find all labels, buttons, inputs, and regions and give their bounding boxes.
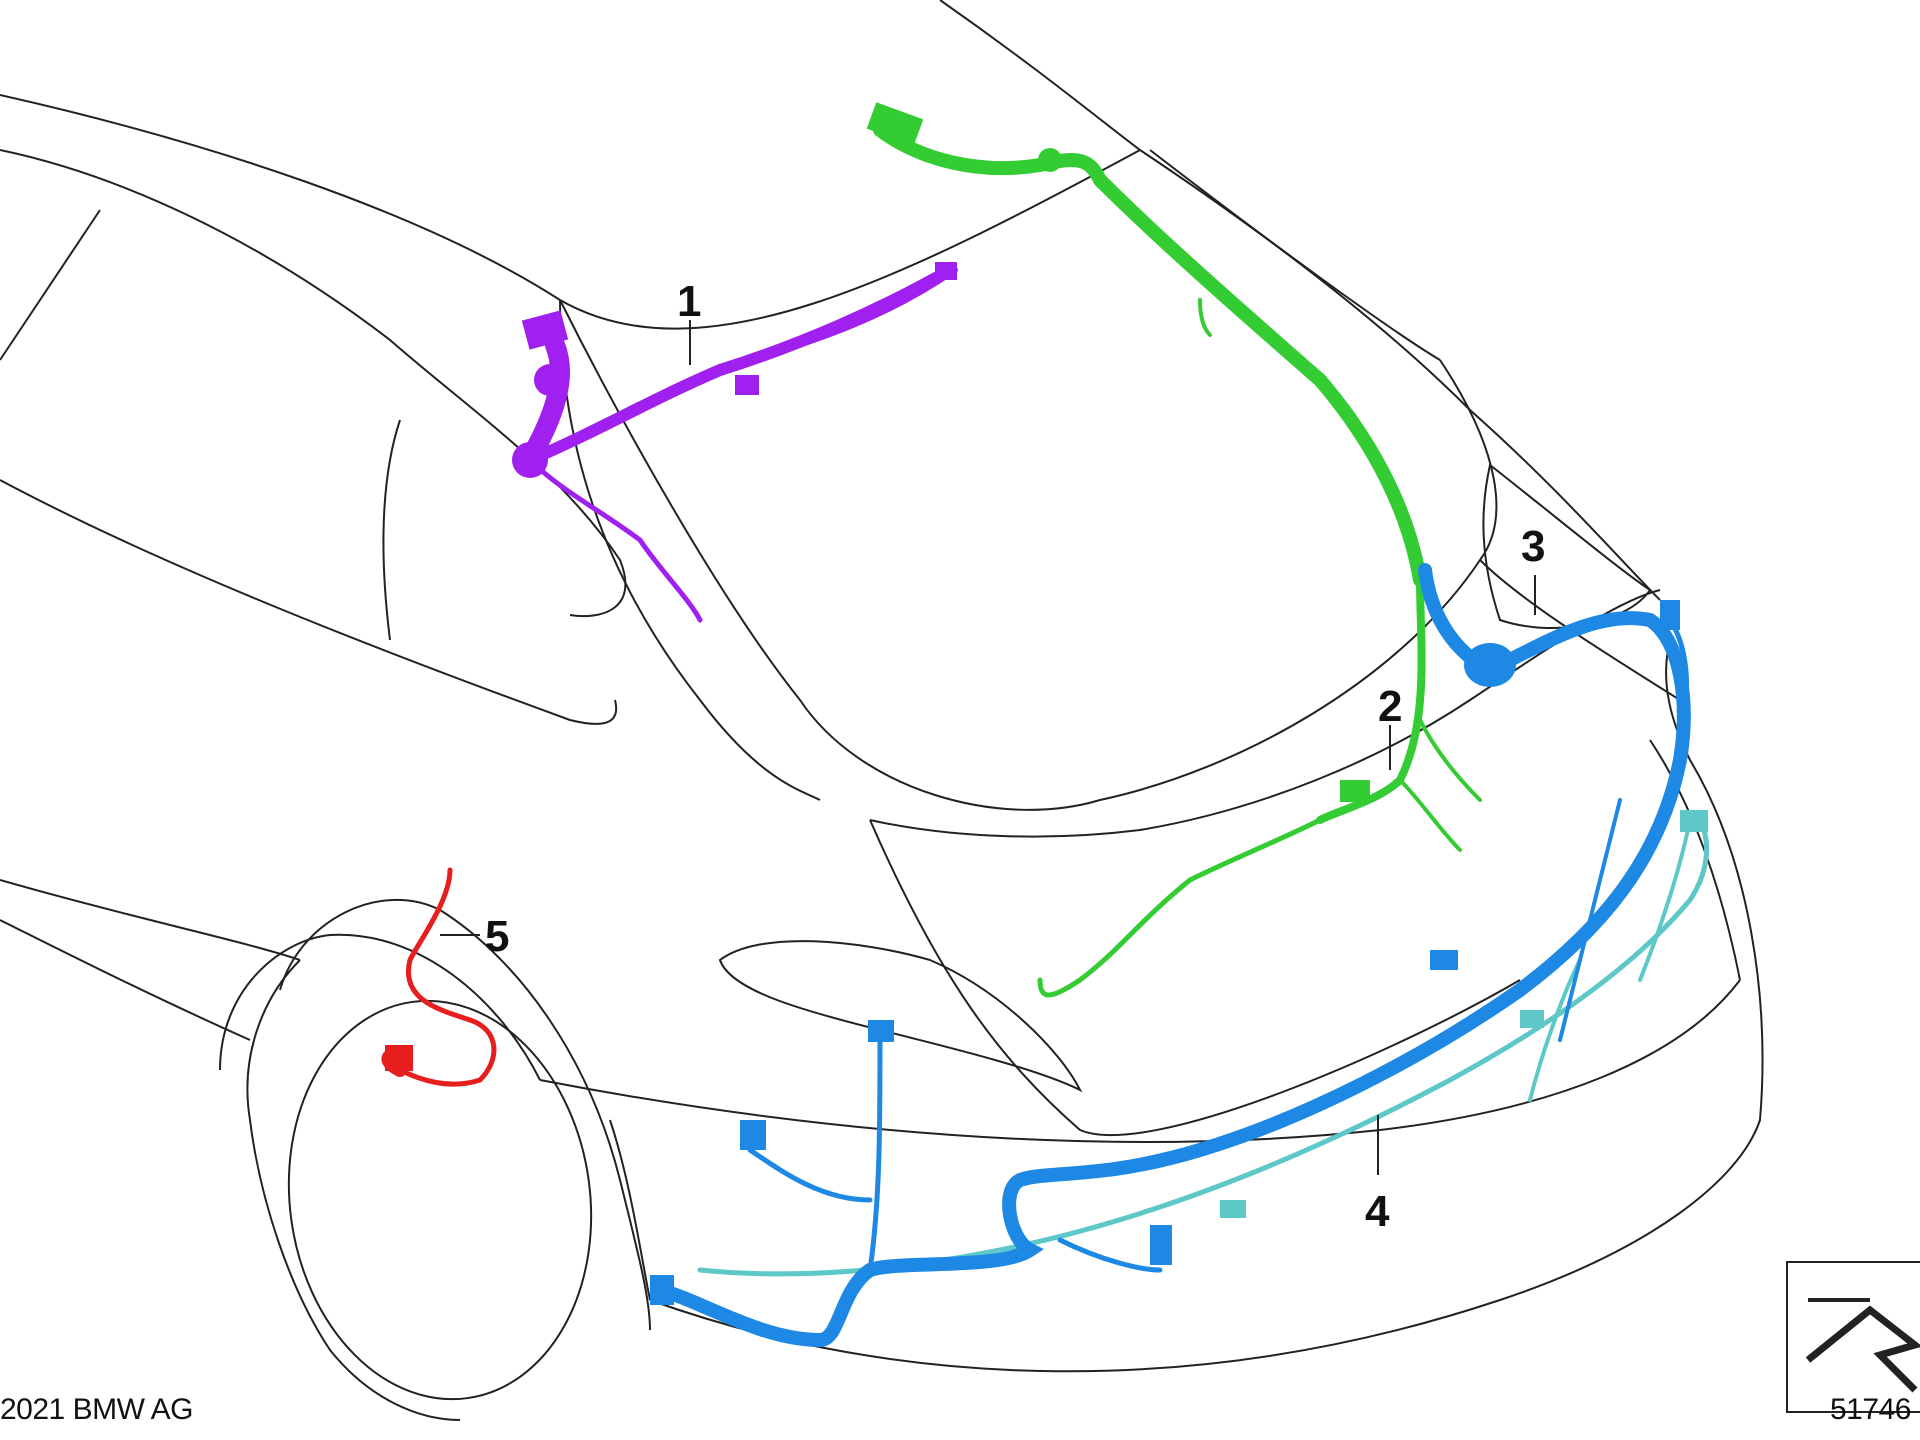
callout-1: 1 <box>677 277 702 326</box>
harness-1-purple <box>512 262 958 623</box>
copyright-text: 2021 BMW AG <box>0 1393 193 1426</box>
callout-leaders <box>440 320 1536 1175</box>
diagram-number: 51746 <box>1830 1393 1911 1426</box>
car-body-outline <box>0 0 1764 1421</box>
harness-5-red <box>381 867 497 1087</box>
harness-4-teal <box>697 810 1710 1277</box>
callout-3: 3 <box>1521 522 1546 571</box>
callout-4: 4 <box>1365 1187 1390 1236</box>
harness-3-blue <box>650 563 1691 1348</box>
callout-2: 2 <box>1378 682 1403 731</box>
arrow-symbol-icon <box>1786 1261 1920 1413</box>
harness-2-green <box>866 102 1482 998</box>
callout-5: 5 <box>485 912 510 961</box>
